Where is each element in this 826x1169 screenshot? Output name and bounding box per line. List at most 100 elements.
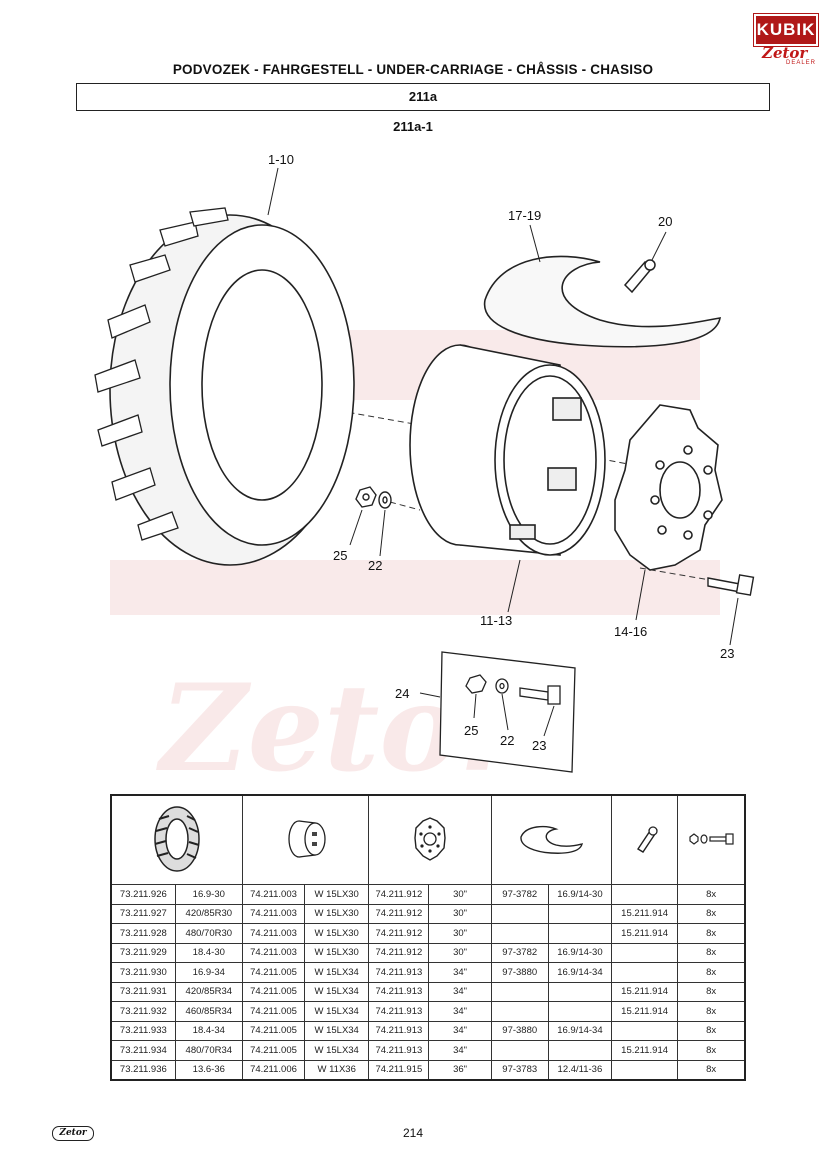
table-cell: 15.211.914 — [610, 1001, 679, 1022]
zetor-footer-logo: Zetor — [52, 1126, 94, 1141]
table-cell: W 15LX34 — [304, 962, 370, 983]
table-cell: 8x — [677, 884, 746, 905]
table-cell: 34" — [428, 1040, 492, 1061]
washer-icon — [378, 491, 392, 509]
table-cell: 8x — [677, 981, 746, 1002]
table-cell: 74.211.913 — [368, 1001, 430, 1022]
table-cell: 74.211.913 — [368, 981, 430, 1002]
label-tire: 1-10 — [268, 152, 294, 167]
table-cell: 74.211.913 — [368, 962, 430, 983]
table-cell: 16.9-34 — [174, 962, 243, 983]
rim-icon — [241, 794, 370, 885]
table-cell: 74.211.005 — [241, 981, 306, 1002]
table-cell: 16.9-30 — [174, 884, 243, 905]
table-cell: W 15LX30 — [304, 884, 370, 905]
valve-icon — [610, 794, 679, 885]
table-cell — [490, 981, 549, 1002]
table-cell: 8x — [677, 942, 746, 963]
table-cell: W 15LX30 — [304, 942, 370, 963]
table-cell: 30" — [428, 903, 492, 924]
zetor-logo-text: Zetor — [762, 44, 808, 62]
table-cell: 8x — [677, 1040, 746, 1061]
wheel-disc-icon — [614, 404, 723, 571]
table-cell: W 15LX30 — [304, 923, 370, 944]
table-cell: 34" — [428, 1020, 492, 1041]
table-cell: 15.211.914 — [610, 923, 679, 944]
table-cell: 74.211.003 — [241, 903, 306, 924]
table-cell: 15.211.914 — [610, 981, 679, 1002]
table-cell: 73.211.929 — [110, 942, 176, 963]
page-title: PODVOZEK - FAHRGESTELL - UNDER-CARRIAGE … — [172, 62, 654, 77]
table-cell — [610, 1059, 679, 1081]
table-cell: 74.211.913 — [368, 1040, 430, 1061]
table-cell — [547, 981, 613, 1002]
table-cell: 74.211.915 — [368, 1059, 430, 1081]
tube-icon — [490, 794, 613, 885]
table-cell — [490, 923, 549, 944]
table-cell: 16.9/14-30 — [547, 884, 613, 905]
table-cell: 73.211.926 — [110, 884, 176, 905]
table-cell: 8x — [677, 903, 746, 924]
table-cell — [610, 1020, 679, 1041]
table-cell — [547, 923, 613, 944]
table-cell — [490, 903, 549, 924]
table-cell: 73.211.931 — [110, 981, 176, 1002]
table-cell: 34" — [428, 1001, 492, 1022]
table-cell: 73.211.927 — [110, 903, 176, 924]
table-cell: W 15LX30 — [304, 903, 370, 924]
rim-icon — [409, 344, 606, 556]
table-cell: 12.4/11-36 — [547, 1059, 613, 1081]
table-cell: 97-3783 — [490, 1059, 549, 1081]
label-disc: 14-16 — [614, 624, 647, 639]
table-cell: 15.211.914 — [610, 903, 679, 924]
table-cell: 480/70R30 — [174, 923, 243, 944]
table-cell: 74.211.005 — [241, 1001, 306, 1022]
label-valve: 20 — [658, 214, 672, 229]
nut-icon — [355, 486, 377, 508]
table-cell: 74.211.005 — [241, 1020, 306, 1041]
bolt-set-panel — [439, 651, 576, 773]
table-cell: W 15LX34 — [304, 981, 370, 1002]
table-cell: 8x — [677, 1001, 746, 1022]
label-nut: 25 — [333, 548, 347, 563]
table-cell — [547, 1040, 613, 1061]
tire-icon — [94, 207, 355, 566]
table-cell — [547, 903, 613, 924]
table-cell: 8x — [677, 923, 746, 944]
page-number: 214 — [402, 1126, 424, 1140]
kubik-logo-text: KUBIK — [754, 14, 818, 46]
table-cell: 15.211.914 — [610, 1040, 679, 1061]
table-cell: 97-3880 — [490, 1020, 549, 1041]
table-cell: 16.9/14-34 — [547, 962, 613, 983]
table-cell — [610, 884, 679, 905]
exploded-wheel-diagram: Zetor 1-10 17-19 20 — [94, 152, 755, 790]
table-cell: 97-3782 — [490, 884, 549, 905]
table-cell: 73.211.933 — [110, 1020, 176, 1041]
table-cell: 30" — [428, 884, 492, 905]
label-set-washer: 22 — [500, 733, 514, 748]
table-cell: 73.211.934 — [110, 1040, 176, 1061]
table-cell: 34" — [428, 981, 492, 1002]
table-cell: 34" — [428, 962, 492, 983]
table-cell: 8x — [677, 1059, 746, 1081]
table-cell: 30" — [428, 942, 492, 963]
dealer-logo-text: DEALER — [786, 60, 817, 66]
label-tube: 17-19 — [508, 208, 541, 223]
table-cell: 74.211.003 — [241, 942, 306, 963]
table-cell: 480/70R34 — [174, 1040, 243, 1061]
table-cell: 73.211.930 — [110, 962, 176, 983]
table-cell — [547, 1001, 613, 1022]
label-set-nut: 25 — [464, 723, 478, 738]
table-cell — [610, 962, 679, 983]
table-cell: W 15LX34 — [304, 1020, 370, 1041]
table-cell: 73.211.928 — [110, 923, 176, 944]
